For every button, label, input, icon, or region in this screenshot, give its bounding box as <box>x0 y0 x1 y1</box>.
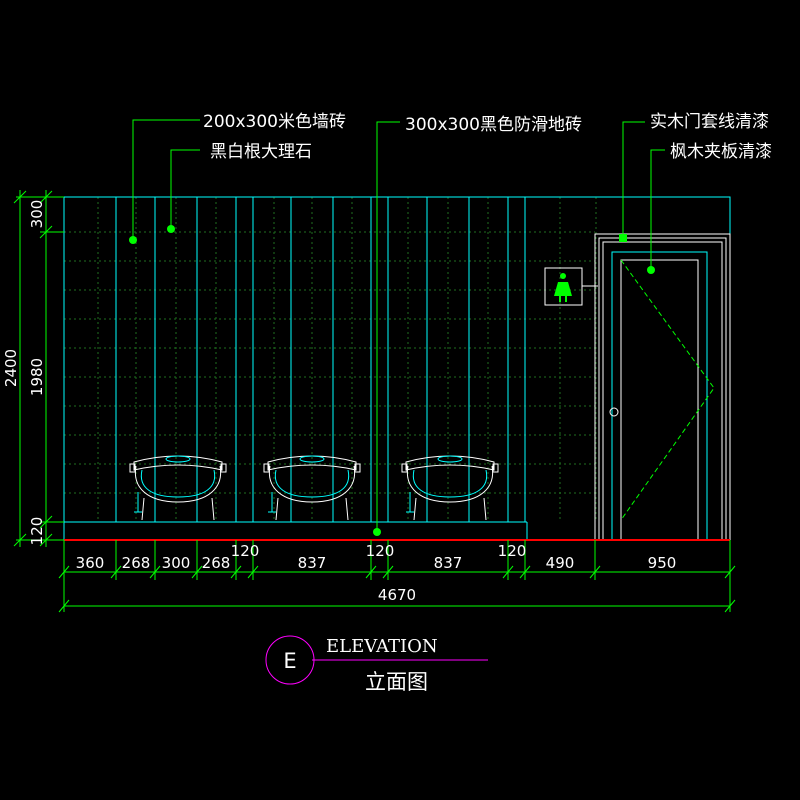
label-wall-tile: 200x300米色墙砖 <box>203 112 346 132</box>
dim-left-middle: 1980 <box>28 358 46 396</box>
label-floor-tile: 300x300黑色防滑地砖 <box>405 115 582 135</box>
washbasin-1 <box>129 455 227 521</box>
dim-segment: 120 <box>366 542 395 560</box>
dim-segment: 837 <box>298 554 327 572</box>
dim-segment: 837 <box>434 554 463 572</box>
door <box>594 233 731 541</box>
dim-segment: 950 <box>648 554 677 572</box>
title-block: E ELEVATION 立面图 <box>265 635 488 694</box>
dim-segment: 268 <box>202 554 231 572</box>
wall-tile-grid <box>64 197 597 522</box>
title-english: ELEVATION <box>326 636 438 657</box>
dim-segment: 490 <box>546 554 575 572</box>
dim-segment: 268 <box>122 554 151 572</box>
leader-lines <box>132 119 665 532</box>
dim-segment: 360 <box>76 554 105 572</box>
dim-segment: 300 <box>162 554 191 572</box>
title-chinese: 立面图 <box>365 670 428 694</box>
dim-segment: 120 <box>498 542 527 560</box>
dim-left-total: 2400 <box>2 349 20 387</box>
marble-pilasters <box>115 197 526 522</box>
wall-outline <box>63 196 731 541</box>
left-dimensions <box>13 190 64 547</box>
dim-segment: 120 <box>231 542 260 560</box>
dim-left-bottom: 120 <box>28 517 46 546</box>
dim-left-top: 300 <box>28 200 46 229</box>
label-door-frame: 实木门套线清漆 <box>650 112 769 132</box>
restroom-sign-icon <box>544 267 598 306</box>
dim-total: 4670 <box>378 586 416 604</box>
label-marble: 黑白根大理石 <box>210 142 312 162</box>
washbasin-3 <box>401 455 499 521</box>
washbasin-2 <box>263 455 361 521</box>
elevation-marker-letter: E <box>283 649 296 673</box>
label-door-panel: 枫木夹板清漆 <box>670 142 772 162</box>
leader-dots <box>129 225 655 536</box>
